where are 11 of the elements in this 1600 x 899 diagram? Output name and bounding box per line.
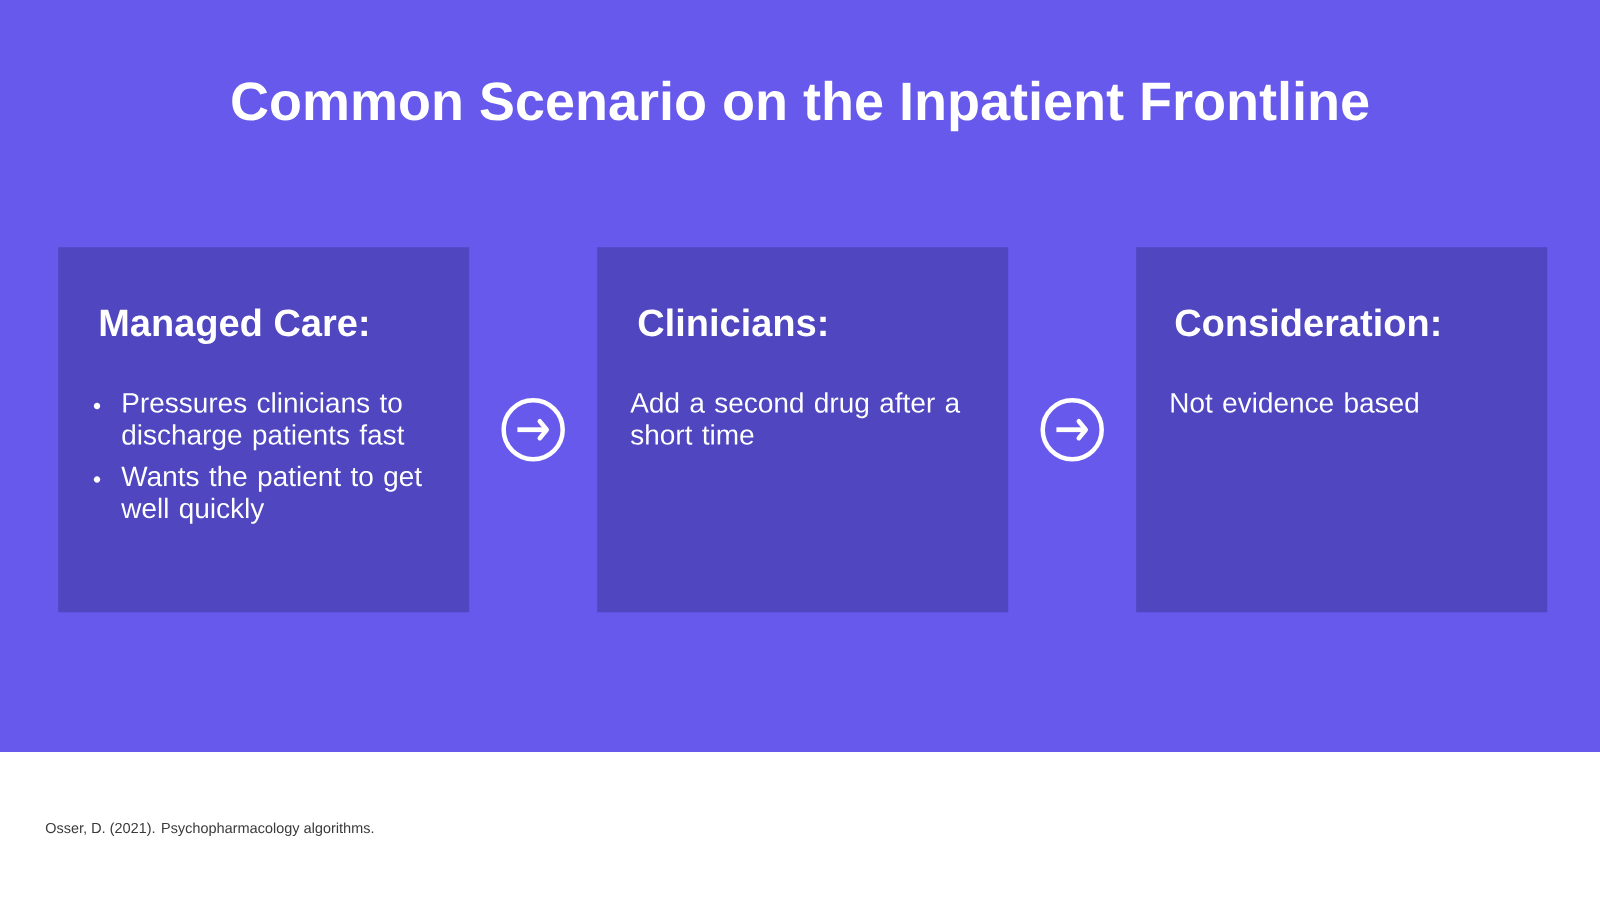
card-heading: Managed Care:: [100, 308, 367, 345]
card-heading: Clinicians:: [638, 308, 826, 337]
title: Common Scenario on the Inpatient Frontline: [232, 80, 1369, 132]
bullet-text: Wants the patient to get well quickly: [121, 465, 422, 524]
circled-arrow: [1040, 397, 1104, 462]
circled-arrow: [501, 397, 565, 462]
body-text: Add a second drug after a short time: [630, 392, 961, 445]
card-heading: Consideration:: [1175, 308, 1439, 337]
bullet-text: Pressures clinicians to discharge patients fast: [122, 392, 405, 451]
body-text: Not evidence based: [1171, 392, 1418, 413]
citation: Osser, D. (2021). Psychopharmacology algorithms.: [45, 822, 374, 836]
